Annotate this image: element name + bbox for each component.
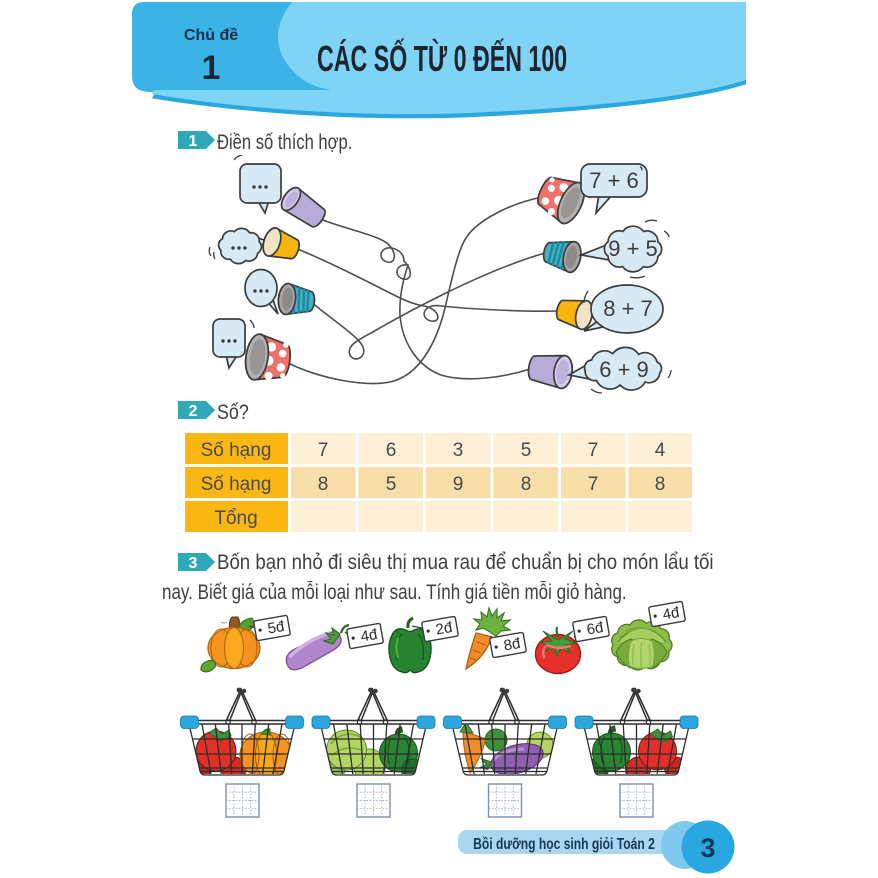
svg-text:5: 5 (386, 474, 397, 495)
svg-text:8: 8 (521, 474, 532, 495)
svg-text:8: 8 (655, 474, 666, 495)
svg-text:7: 7 (318, 440, 329, 461)
svg-text:7 + 6: 7 + 6 (589, 168, 639, 193)
svg-text:9 + 5: 9 + 5 (608, 236, 658, 261)
svg-text:1: 1 (202, 49, 221, 87)
svg-text:CÁC SỐ TỪ 0 ĐẾN 100: CÁC SỐ TỪ 0 ĐẾN 100 (317, 39, 567, 79)
svg-text:8đ: 8đ (502, 635, 522, 655)
svg-text:5: 5 (521, 440, 532, 461)
svg-text:6 + 9: 6 + 9 (599, 357, 649, 382)
svg-text:2: 2 (189, 403, 198, 420)
svg-text:Tổng: Tổng (214, 508, 257, 529)
svg-text:3: 3 (189, 555, 198, 572)
svg-text:3: 3 (453, 440, 464, 461)
svg-text:7: 7 (588, 474, 599, 495)
svg-text:1: 1 (189, 133, 198, 150)
svg-text:7: 7 (588, 440, 599, 461)
svg-text:Số hạng: Số hạng (201, 474, 272, 495)
svg-text:4: 4 (655, 440, 666, 461)
svg-text:5đ: 5đ (266, 618, 286, 638)
svg-text:6: 6 (386, 440, 397, 461)
svg-text:6đ: 6đ (585, 619, 605, 639)
svg-text:3: 3 (700, 833, 715, 863)
svg-text:9: 9 (453, 474, 464, 495)
svg-text:8 + 7: 8 + 7 (603, 296, 653, 321)
svg-text:Chủ đề: Chủ đề (184, 27, 238, 44)
svg-text:2đ: 2đ (434, 619, 454, 639)
svg-text:8: 8 (318, 474, 329, 495)
svg-text:Số hạng: Số hạng (201, 440, 272, 461)
svg-text:4đ: 4đ (359, 626, 379, 646)
svg-text:4đ: 4đ (661, 604, 681, 624)
